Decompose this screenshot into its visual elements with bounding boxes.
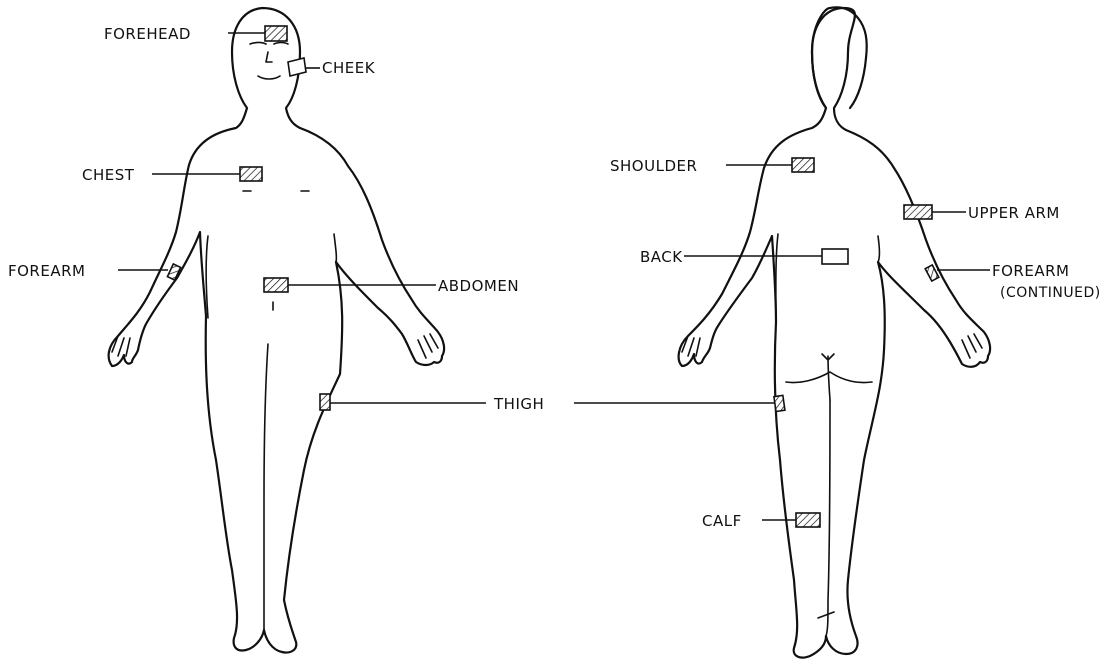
back-inner-leg-line: [826, 400, 830, 636]
calf-label: CALF: [702, 512, 742, 530]
back-spine-line: [828, 356, 830, 400]
abdomen-site: [264, 278, 288, 292]
front-right-inner-arm: [334, 234, 336, 262]
back-figure: [679, 7, 990, 657]
front-right-fingers: [418, 334, 438, 358]
chest-site: [240, 167, 262, 181]
front-right-eye: [274, 43, 288, 45]
cheek-label: CHEEK: [322, 59, 376, 77]
back-right-inner-arm: [878, 236, 880, 262]
front-inner-leg-line: [264, 344, 268, 630]
back-site: [822, 249, 848, 264]
upper-arm-label: UPPER ARM: [968, 204, 1060, 222]
thigh-back-site: [774, 395, 785, 411]
upper-arm-site: [904, 205, 932, 219]
cheek-site: [288, 58, 306, 76]
front-left-eye: [250, 43, 266, 45]
forearm-label: FOREARM: [8, 262, 85, 280]
forearm-back-label: FOREARM: [992, 262, 1069, 280]
front-left-inner-arm: [206, 236, 208, 318]
chest-label: CHEST: [82, 166, 135, 184]
thigh-label: THIGH: [493, 395, 544, 413]
thigh-front-site: [320, 394, 330, 410]
shoulder-label: SHOULDER: [610, 157, 697, 175]
back-label: BACK: [640, 248, 683, 266]
calf-site: [796, 513, 820, 527]
back-left-inner-arm: [776, 234, 778, 322]
front-sites: FOREHEAD CHEEK CHEST FOREARM ABDOMEN THI…: [8, 25, 544, 413]
back-ankle-mark: [818, 612, 834, 618]
forehead-label: FOREHEAD: [104, 25, 191, 43]
front-figure: [109, 8, 444, 653]
front-nose: [266, 52, 272, 62]
front-mouth: [258, 76, 280, 79]
shoulder-site: [792, 158, 814, 172]
back-sites: SHOULDER UPPER ARM BACK FOREARM (CONTINU…: [574, 157, 1101, 530]
back-right-fingers: [962, 334, 982, 358]
front-body-outline: [109, 8, 444, 653]
abdomen-label: ABDOMEN: [438, 277, 519, 295]
back-body-outline: [679, 8, 990, 658]
forehead-site: [265, 26, 287, 41]
forearm-site: [167, 264, 180, 280]
continued-label: (CONTINUED): [1000, 285, 1101, 301]
